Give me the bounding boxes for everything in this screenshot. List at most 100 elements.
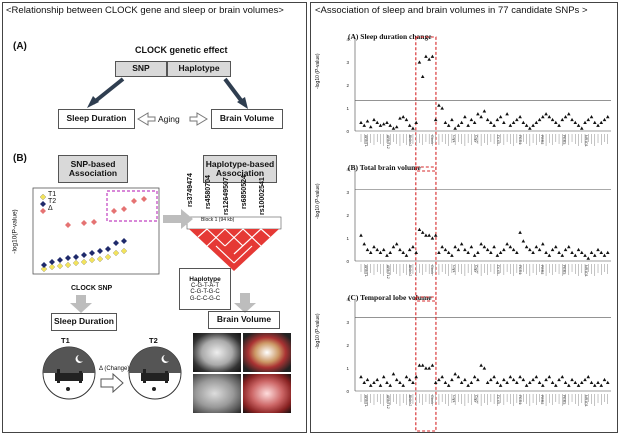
y-tick-label: 2 <box>346 343 349 348</box>
snp-point <box>566 383 571 387</box>
snp-point <box>407 377 412 382</box>
snp-point <box>502 377 506 382</box>
y-tick-label: 2 <box>346 83 349 88</box>
brain-image-sagittal-gray <box>193 333 241 372</box>
section-a-label: (A) <box>13 41 27 52</box>
snp-point <box>592 383 597 387</box>
gene-label: ARNTL2 <box>386 265 390 279</box>
snp-point <box>359 120 363 124</box>
gene-label: Cry2 <box>474 395 478 403</box>
snp-assoc-box: SNP-based Association <box>58 155 128 183</box>
snp-point <box>398 116 402 120</box>
snp-point <box>411 380 415 384</box>
y-tick-label: 4 <box>346 167 349 172</box>
snp-point <box>368 383 373 387</box>
snp-point <box>563 115 568 119</box>
snp-point <box>453 126 457 130</box>
y-tick-label: 3 <box>346 60 349 65</box>
snp-point <box>528 380 532 384</box>
snp-point <box>375 120 380 124</box>
gene-label: ARNTL2 <box>386 395 390 409</box>
sleep-duration-result-box: Sleep Duration <box>51 313 117 331</box>
snp-point <box>589 115 594 119</box>
snp-point <box>365 377 370 382</box>
snp-point <box>554 120 558 124</box>
snp-point <box>537 117 542 122</box>
hap-assoc-box: Haplotype-based Association <box>203 155 277 183</box>
snp-point <box>456 123 461 127</box>
delta-change-label: Δ (Change) <box>99 366 130 372</box>
snp-point <box>391 245 396 249</box>
gene-label: PER2 <box>540 135 544 144</box>
snp-point <box>433 117 438 122</box>
snp-point <box>482 245 487 249</box>
snp-point <box>414 250 418 254</box>
snp-point <box>453 372 457 376</box>
snp-point <box>450 117 454 122</box>
snp-point <box>557 123 561 127</box>
snp-point <box>521 377 526 382</box>
gene-label: PER2 <box>540 265 544 274</box>
snp-point <box>420 230 425 234</box>
snp-point <box>563 380 568 384</box>
snp-point <box>485 380 490 384</box>
y-tick-label: 1 <box>346 106 349 111</box>
snp-point <box>440 375 444 379</box>
snp-point <box>576 123 581 127</box>
brain-image-surface-color <box>243 374 291 413</box>
snp-point <box>550 117 555 122</box>
gray-arrows <box>70 209 256 394</box>
clock-highlight-box <box>415 36 437 172</box>
brain-images <box>193 333 291 413</box>
haplotype-title: Haplotype <box>189 275 221 283</box>
scatter-xlabel: CLOCK SNP <box>71 285 113 292</box>
snp-point <box>586 256 591 260</box>
snp-point <box>407 123 412 127</box>
snp-point <box>362 123 367 127</box>
snp-point <box>505 112 509 116</box>
snp-point <box>492 375 496 379</box>
snp-point <box>570 117 574 122</box>
gene-label: Cry2 <box>474 135 478 143</box>
haplotype-3: G-C-C-G-C <box>189 295 221 302</box>
block-label: Block 1 (94 kb) <box>201 217 235 223</box>
snp-point <box>498 115 503 119</box>
snp-point <box>495 253 500 257</box>
snp-point <box>534 120 539 124</box>
snp-point <box>544 112 548 116</box>
gene-label: DLX5 <box>496 135 500 144</box>
gene-label: Cry1 <box>452 265 456 273</box>
y-tick-label: 1 <box>346 366 349 371</box>
snp-point <box>437 377 441 382</box>
y-tick-label: 0 <box>346 389 349 394</box>
snp-point <box>466 383 470 387</box>
snp-point <box>472 120 477 124</box>
snp-point <box>394 125 399 129</box>
snp-point <box>586 375 591 379</box>
gene-label: ARNTL2 <box>386 135 390 149</box>
snp-point <box>599 120 604 124</box>
y-tick-label: 4 <box>346 297 349 302</box>
snp-point <box>602 253 607 257</box>
snp-point <box>388 250 393 254</box>
snp-point <box>579 380 584 384</box>
snp-point <box>440 106 444 110</box>
snp-point <box>502 247 506 252</box>
snp-point <box>518 230 522 234</box>
snp-point <box>404 375 409 379</box>
snp-point <box>498 250 503 254</box>
haplotype-box: Haplotype <box>167 61 231 77</box>
gene-label: DLX5 <box>496 395 500 404</box>
snp-point <box>524 383 529 387</box>
clock-highlight-box <box>415 296 437 432</box>
gene-label: NR1D1 <box>584 265 588 277</box>
snp-point <box>602 117 607 122</box>
snp-point <box>505 242 509 246</box>
snp-point <box>599 250 604 254</box>
snp-point <box>433 380 438 384</box>
snp-point <box>586 117 591 122</box>
snp-point <box>537 247 542 252</box>
gene-label: ARNTL <box>364 265 368 277</box>
snp-point <box>463 247 467 252</box>
snp-point <box>359 375 363 379</box>
